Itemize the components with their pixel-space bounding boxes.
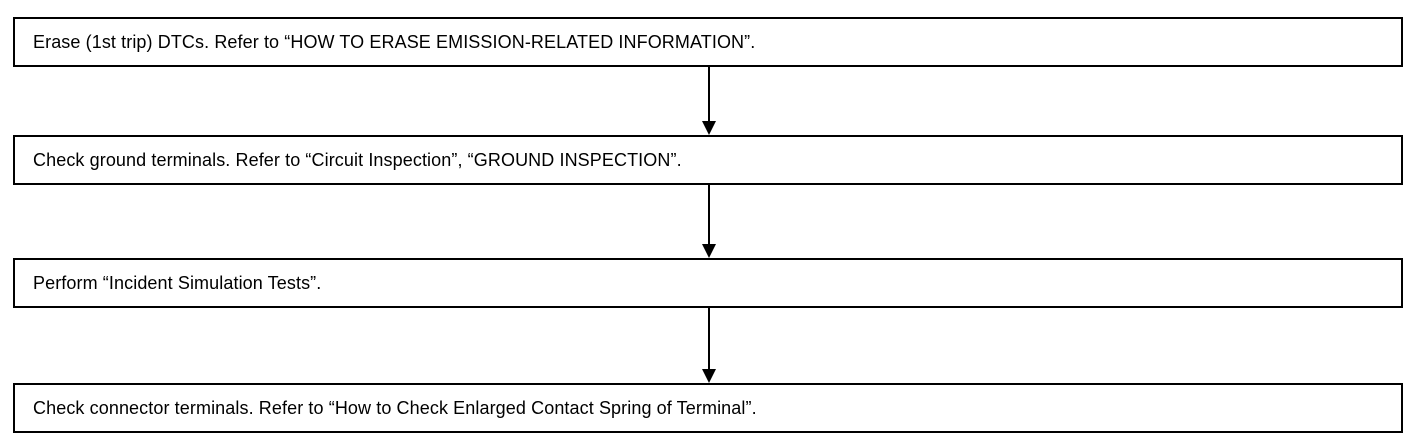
flow-arrow-down-icon xyxy=(699,67,719,135)
arrow-shaft xyxy=(708,67,710,123)
step-box-erase-dtcs: Erase (1st trip) DTCs. Refer to “HOW TO … xyxy=(13,17,1403,67)
arrow-head xyxy=(702,369,716,383)
step-text: Perform “Incident Simulation Tests”. xyxy=(33,272,322,293)
step-text: Erase (1st trip) DTCs. Refer to “HOW TO … xyxy=(33,31,756,52)
step-text: Check ground terminals. Refer to “Circui… xyxy=(33,149,682,170)
step-box-check-connector-terminals: Check connector terminals. Refer to “How… xyxy=(13,383,1403,433)
flow-arrow-down-icon xyxy=(699,185,719,258)
step-box-check-ground-terminals: Check ground terminals. Refer to “Circui… xyxy=(13,135,1403,185)
arrow-head xyxy=(702,244,716,258)
flow-arrow-down-icon xyxy=(699,308,719,383)
arrow-head xyxy=(702,121,716,135)
step-box-incident-simulation: Perform “Incident Simulation Tests”. xyxy=(13,258,1403,308)
arrow-shaft xyxy=(708,185,710,246)
step-text: Check connector terminals. Refer to “How… xyxy=(33,397,757,418)
arrow-shaft xyxy=(708,308,710,371)
